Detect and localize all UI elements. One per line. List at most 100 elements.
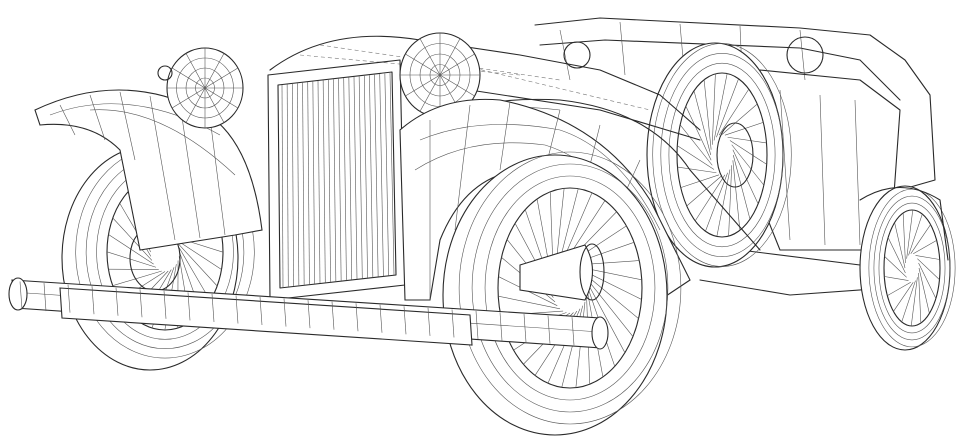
wheel-spoke — [918, 267, 930, 314]
wheel-spoke — [910, 224, 931, 254]
grille-bar — [369, 75, 374, 278]
wheel-spoke — [718, 88, 750, 136]
wheel-spoke — [915, 255, 940, 260]
bumper-mesh-line — [379, 304, 383, 333]
lamp-mesh-ring — [185, 67, 225, 109]
bumper-mesh-line — [211, 293, 215, 322]
radiator-grille — [267, 59, 406, 301]
wheel-spoke — [716, 169, 731, 237]
tire-mesh-ring — [458, 151, 682, 425]
wheel-spoke — [686, 175, 723, 207]
wheel-spoke — [679, 124, 713, 166]
grille-bar — [297, 83, 300, 286]
tire-mesh-ring — [878, 202, 946, 334]
wheel-spoke — [918, 262, 937, 299]
wheel-spoke — [112, 270, 162, 286]
bumper-mesh-line — [451, 309, 455, 338]
grille-bar — [358, 76, 363, 279]
wheel-spoke — [918, 272, 922, 324]
wheel-spoke — [685, 106, 712, 161]
wheel-spoke — [731, 144, 765, 186]
grille-bar — [281, 84, 284, 288]
grille-bar — [333, 79, 337, 282]
wheel-spoke — [732, 154, 751, 220]
rear-lamp-icon — [563, 41, 591, 69]
wheel-spoke — [584, 273, 639, 319]
wheel-spoke — [724, 122, 764, 136]
bumper-mesh-line — [355, 303, 359, 332]
rear-right-wheel — [646, 42, 792, 268]
wheel-spoke — [721, 103, 758, 135]
tire-mesh-ring — [668, 62, 776, 248]
wheel-spoke — [694, 174, 726, 222]
bumper-mesh-line — [427, 307, 431, 336]
wheel-spoke — [732, 149, 759, 204]
lamp-mesh-ring — [419, 53, 461, 97]
wheel-spoke — [728, 165, 733, 237]
wheel-spoke — [732, 160, 741, 231]
wheel-spoke — [711, 73, 716, 145]
wheel-spoke — [906, 209, 914, 259]
wheel-spoke — [703, 79, 712, 150]
wheel-spoke — [587, 282, 626, 353]
wheel-spoke — [112, 217, 153, 261]
bumper-mesh-line — [163, 290, 167, 319]
wheel-spoke — [893, 282, 914, 312]
bumper-mesh-line — [235, 295, 239, 324]
grille-bar — [348, 77, 353, 280]
bumper-mesh-line — [475, 310, 479, 339]
bumper-mesh-line — [19, 281, 23, 310]
grille-bar — [379, 74, 384, 277]
wheel-spoke — [887, 282, 911, 296]
tire-mesh-ring — [471, 163, 669, 413]
wheel-spoke — [887, 237, 906, 274]
bumper-mesh-line — [523, 314, 527, 343]
front-bumper — [8, 277, 609, 350]
tire-mesh-ring — [873, 195, 951, 341]
grille-bar — [291, 83, 294, 286]
far-rear-wheel — [859, 185, 956, 351]
headlights — [157, 32, 481, 129]
hub-cap-icon — [519, 244, 594, 301]
front-left-fender — [34, 89, 263, 251]
wheel-spoke — [901, 280, 916, 323]
bumper-mesh-line — [139, 289, 143, 318]
wheel-spoke — [727, 136, 767, 144]
wheel-spoke — [917, 258, 940, 280]
wheel-spoke — [902, 212, 906, 264]
wheel-spoke — [106, 251, 157, 268]
wheel-spoke — [677, 145, 715, 170]
lamp-mesh-ring — [195, 77, 215, 99]
lamp-mesh-ring — [176, 57, 234, 119]
grille-bar — [312, 81, 316, 284]
bumper-mesh-line — [91, 286, 95, 315]
wheel-spoke — [713, 73, 728, 141]
front-right-wheel — [442, 151, 682, 436]
grille-bar — [317, 80, 321, 284]
wheel-spoke — [705, 172, 728, 232]
wheel-spoke — [498, 295, 561, 310]
bumper-mesh-line — [67, 284, 71, 313]
bumper-mesh-line — [571, 317, 575, 346]
tire-mesh-ring — [652, 43, 792, 267]
bumper-mesh-line — [187, 292, 191, 321]
grille-bar — [363, 75, 368, 278]
wheel-spoke — [908, 213, 923, 256]
bumper-mesh-line — [259, 296, 263, 326]
wheel-spoke — [693, 90, 712, 156]
grille-bar — [389, 72, 395, 276]
grille-bar — [338, 78, 342, 281]
tire-mesh-ring — [660, 53, 784, 257]
grille-bar — [307, 82, 310, 285]
bumper-mesh-line — [283, 298, 287, 327]
bumper-mesh-line — [499, 312, 503, 341]
wheel-spoke — [716, 78, 739, 138]
wheel-spoke — [677, 166, 717, 174]
bumper-mesh-line — [403, 306, 407, 335]
grille-bar — [322, 80, 326, 283]
grille-bar — [343, 78, 347, 281]
grille-bar — [302, 82, 305, 285]
bumper-mesh-line — [331, 301, 335, 330]
wheel-spoke — [913, 240, 937, 254]
